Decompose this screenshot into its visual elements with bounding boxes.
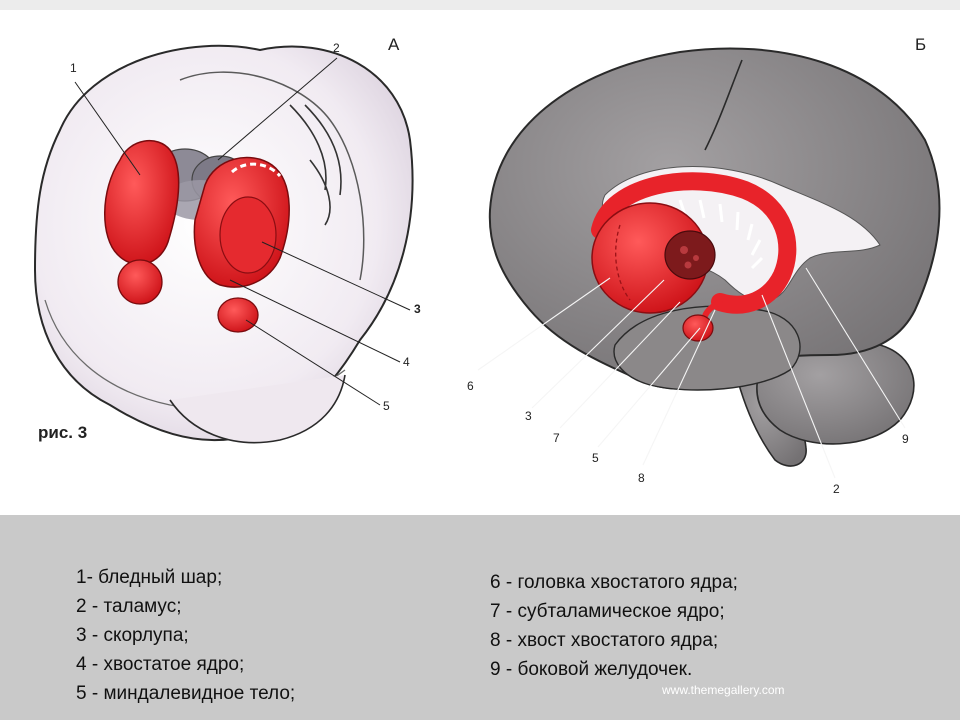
legend-item: 2 - таламус; [76,596,182,617]
amygdala-b [682,314,714,342]
label-b-8: 8 [638,471,645,485]
lentiform-b [591,202,716,314]
figure-b-letter: Б [915,35,926,54]
label-b-2: 2 [833,482,840,496]
label-a-5: 5 [383,399,390,413]
legend-item: 9 - боковой желудочек. [490,659,693,680]
figure-a-caption: рис. 3 [38,423,87,442]
label-b-7: 7 [553,431,560,445]
label-a-4: 4 [403,355,410,369]
legend-item: 1- бледный шар; [76,567,223,588]
figure-a-letter: А [388,35,400,54]
anatomy-figure: 1 2 3 4 5 А рис. 3 [33,35,941,496]
figure-b: 6 3 7 5 8 2 9 Б [467,35,941,496]
label-a-1: 1 [70,61,77,75]
right-basal-nuclei-a [193,156,290,333]
figure-a: 1 2 3 4 5 А рис. 3 [33,35,421,444]
leader-lines-a [74,57,411,406]
label-a-2: 2 [333,41,340,55]
legend-area: 1- бледный шар; 2 - таламус; 3 - скорлуп… [0,515,960,720]
temporal-lobe-b [613,305,801,391]
legend-item: 8 - хвост хвостатого ядра; [490,630,719,651]
caudate-arch-b [591,172,797,331]
top-strip [0,0,960,10]
brain-a-sulcus [289,104,342,226]
brain-a-fissure [179,71,365,281]
leader-lines-b [477,267,906,479]
legend-item: 3 - скорлупа; [76,625,189,646]
legend-item: 7 - субталамическое ядро; [490,601,725,622]
legend-item: 6 - головка хвостатого ядра; [490,572,738,593]
left-basal-nuclei-a [104,140,180,305]
legend-item: 5 - миндалевидное тело; [76,683,296,704]
watermark: www.themegallery.com [662,683,785,697]
legend-item: 4 - хвостатое ядро; [76,654,245,675]
figure-area: 1 2 3 4 5 А рис. 3 [0,10,960,515]
label-b-6: 6 [467,379,474,393]
label-b-9: 9 [902,432,909,446]
label-b-5: 5 [592,451,599,465]
central-sulcus-b [704,59,743,151]
label-b-3: 3 [525,409,532,423]
label-a-3: 3 [414,302,421,316]
brain-a-lower-lobe [169,374,346,444]
